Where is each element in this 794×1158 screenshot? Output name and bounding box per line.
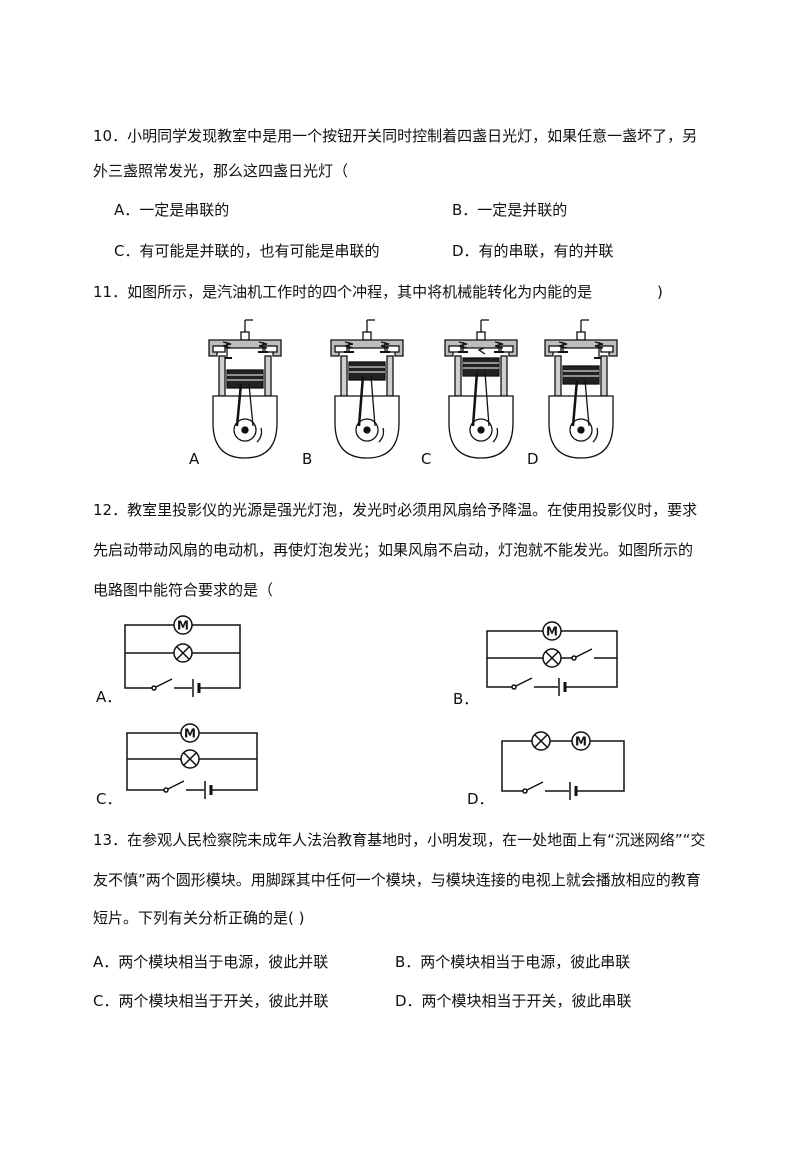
engine-label-b: B [302,450,313,468]
engine-diagram-c [444,319,518,459]
circuit-label-c: C． [96,790,122,808]
q13-option-d: D．两个模块相当于开关，彼此串联 [395,992,632,1010]
q10-stem-line1: 10．小明同学发现教室中是用一个按钮开关同时控制着四盏日光灯，如果任意一盏坏了，… [93,127,698,145]
q10-stem-line2: 外三盏照常发光，那么这四盏日光灯（ [93,162,349,180]
q10-option-a: A．一定是串联的 [114,201,230,219]
motor-symbol: M [575,735,587,749]
q13-option-b: B．两个模块相当于电源，彼此串联 [395,953,631,971]
q13-stem-line1: 13．在参观人民检察院未成年人法治教育基地时，小明发现，在一处地面上有“沉迷网络… [93,831,706,849]
circuit-label-d: D． [467,790,494,808]
engine-label-c: C [421,450,432,468]
q12-stem-line1: 12．教室里投影仪的光源是强光灯泡，发光时必须用风扇给予降温。在使用投影仪时，要… [93,501,698,519]
q12-stem-line2: 先启动带动风扇的电动机，再使灯泡发光；如果风扇不启动，灯泡就不能发光。如图所示的 [93,541,694,559]
engine-label-d: D [527,450,539,468]
circuit-label-b: B． [453,690,479,708]
q13-stem-line3: 短片。下列有关分析正确的是( ) [93,909,305,927]
circuit-diagram-d: M [501,731,625,800]
q11-paren: ) [657,283,663,301]
circuit-diagram-c: M [126,723,258,799]
q10-option-b: B．一定是并联的 [452,201,568,219]
q11-stem: 11．如图所示，是汽油机工作时的四个冲程，其中将机械能转化为内能的是 [93,283,593,301]
engine-label-a: A [189,450,200,468]
motor-symbol: M [177,619,189,633]
motor-symbol: M [546,625,558,639]
circuit-diagram-b: M [486,621,618,696]
q13-option-c: C．两个模块相当于开关，彼此并联 [93,992,329,1010]
engine-diagram-a [208,319,282,459]
q12-stem-line3: 电路图中能符合要求的是（ [93,581,274,599]
engine-diagram-b [330,319,404,459]
q13-stem-line2: 友不慎”两个圆形模块。用脚踩其中任何一个模块，与模块连接的电视上就会播放相应的教… [93,871,701,889]
circuit-label-a: A． [96,688,122,706]
circuit-diagram-a: M [124,615,241,697]
q10-option-d: D．有的串联，有的并联 [452,242,614,260]
q10-option-c: C．有可能是并联的，也有可能是串联的 [114,242,380,260]
motor-symbol: M [184,727,196,741]
q13-option-a: A．两个模块相当于电源，彼此并联 [93,953,329,971]
engine-diagram-d [544,319,618,459]
